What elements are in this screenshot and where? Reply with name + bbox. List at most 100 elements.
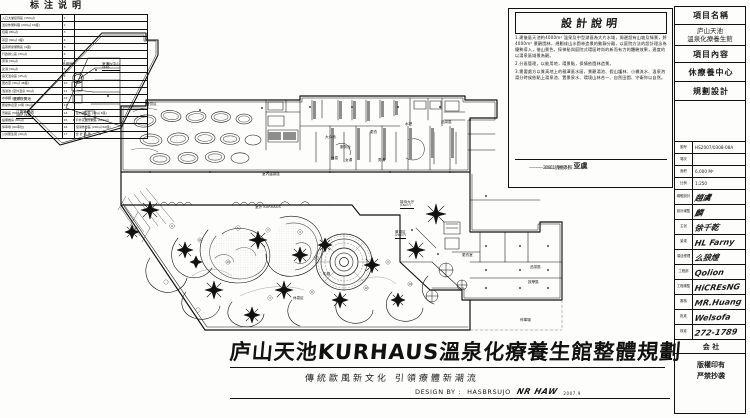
legend-name: 行政辦公區 (30㎡) — [0, 50, 63, 59]
title-block-row-7: 場次 — [675, 154, 745, 166]
title-block-value-11: 麟 — [694, 208, 704, 218]
design-by-label: DESIGN BY : — [415, 388, 462, 396]
legend-note: 戶外花園景觀區 (600㎡) — [73, 116, 149, 125]
legend-row: 按摩休息室 (2間 18㎡)13 — [0, 101, 149, 110]
title-block-label-16: 工程總監 — [675, 280, 693, 294]
legend-row: 行政辦公區 (30㎡)6 — [0, 50, 149, 59]
plan-room-label: 中庭 — [323, 272, 331, 276]
title-block-value-18: Welsofa — [694, 312, 732, 323]
legend-name: 景觀區 (500㎡) — [0, 108, 63, 118]
project-subtitle: 傳統歐風新文化 引領療體新潮流 — [304, 374, 480, 384]
plan-room-label: 停車場 — [520, 318, 531, 322]
plan-room-label: 更衣 — [370, 130, 378, 134]
legend-number: 10 — [61, 79, 75, 88]
legend-note — [73, 13, 149, 23]
title-block-row-12: 主创徐千乾 — [675, 220, 745, 235]
title-block-row-11: 設計總監麟 — [675, 205, 745, 220]
svg-text:8: 8 — [311, 290, 313, 294]
legend-row: 溫泉休閒料理 (200㎡ 40座)2 — [0, 21, 149, 30]
legend-row: 女湯 (90㎡)8 — [0, 65, 149, 74]
notes-divider — [515, 159, 667, 160]
legend-name: 品茶按摩服務區 (4座) — [0, 43, 63, 52]
title-block-label-7: 場次 — [675, 154, 693, 165]
title-block-row-0: 項目名稱 — [675, 7, 745, 25]
legend-number: 15 — [61, 116, 75, 125]
title-block-value-19: 272-1789 — [694, 326, 739, 338]
legend-row: 露天溫泉區 (45㎡)9 — [0, 72, 149, 81]
legend-number: 13 — [61, 101, 75, 110]
title-block-value-16: HiCREsNG — [694, 281, 741, 293]
svg-text:5: 5 — [237, 226, 239, 230]
legend-number: 16 — [61, 123, 75, 132]
notes-signature-row: ———— 2008.11 請審核對照 亚虞 — [529, 161, 665, 171]
title-block-value-5 — [675, 101, 745, 141]
design-note-line-3: 3.需要處方以質高地上的親澤區水區，景觀湯池、假山護林、小橋流水、溫泉泡湯分時候… — [515, 69, 666, 81]
legend-note — [73, 50, 149, 59]
title-block-value-4: 規劃設計 — [693, 86, 729, 96]
plan-room-label: 更衣室 — [462, 253, 473, 257]
title-block-label-9: 比例 — [675, 178, 693, 189]
svg-text:4: 4 — [299, 230, 301, 234]
legend-name: 更衣室 (30㎡ 48座) — [0, 79, 63, 88]
designer-name: HASBRSUJO — [467, 388, 511, 396]
title-block-label-10: 總體設計 — [675, 190, 693, 204]
legend-number: 17 — [61, 130, 75, 140]
title-block-value-9: 1:250 — [695, 181, 708, 186]
plan-room-label: 女湯 — [345, 158, 353, 162]
designer-credit: DESIGN BY : HASBRSUJO NR HAW 2007.9 — [230, 387, 670, 396]
legend-row: 茶室 (60㎡ 4座)4 — [0, 35, 149, 45]
legend-name: 停車場 (60車位) — [0, 123, 63, 132]
legend-note — [73, 21, 149, 30]
design-notes-panel: 設計說明 1.建後區天池約4000m² 溫泉及中型湖區為大片水域，周邊設有山坡及… — [508, 8, 673, 188]
title-block-label-19: 核准 — [675, 325, 693, 339]
title-block-row-5 — [675, 101, 745, 142]
svg-text:3: 3 — [269, 296, 271, 300]
legend-note — [73, 65, 149, 74]
legend-name: 按摩休息室 (2間 18㎡) — [0, 101, 63, 110]
legend-row: 泡湯池 (室外溫泉 40㎡)11 — [0, 86, 149, 96]
title-block-value-3: 休療養中心 — [688, 67, 734, 77]
title-block-value-6: HS2007/0308-08A — [695, 145, 734, 150]
svg-text:10: 10 — [408, 282, 412, 286]
svg-text:11: 11 — [198, 238, 202, 242]
legend-note: 泡湯休憩區 (200㎡ 60座) — [73, 123, 149, 132]
title-underline — [230, 367, 665, 368]
sheet-bottom-rule — [230, 398, 670, 399]
title-block-value-14: 么狼煌 — [694, 252, 720, 263]
plan-room-label: 品茶區 — [441, 120, 452, 124]
title-block-row-2: 項目內容 — [675, 46, 745, 63]
legend-note — [73, 94, 149, 103]
legend-number: 1 — [61, 13, 75, 23]
plan-room-label: 景观区(200m²) — [395, 230, 406, 239]
legend-number: 4 — [61, 35, 75, 45]
plan-room-label: 休息区 — [293, 296, 304, 300]
design-notes-body: 1.建後區天池約4000m² 溫泉及中型湖區為大片水域，周邊設有山坡及綠景，將4… — [515, 35, 667, 157]
legend-note — [73, 43, 149, 52]
title-block-value-2: 項目內容 — [693, 49, 729, 59]
legend-note — [73, 86, 149, 96]
title-block-label-11: 設計總監 — [675, 205, 693, 219]
plan-room-label: 品茶區 — [530, 265, 541, 269]
legend-note — [73, 101, 149, 110]
legend-number: 6 — [61, 50, 75, 59]
title-block-value-17: MR.Huang — [694, 296, 743, 308]
legend-number: 9 — [61, 72, 75, 81]
svg-text:12: 12 — [364, 286, 368, 290]
plan-room-label: 大众池 — [325, 135, 336, 139]
title-block-row-21: 版權印有严禁抄袭 — [675, 354, 745, 399]
svg-text:6: 6 — [315, 256, 317, 260]
title-block-row-10: 總體設計趙虞 — [675, 190, 745, 205]
plan-room-label: 接待大厅(160m²) — [400, 200, 415, 209]
